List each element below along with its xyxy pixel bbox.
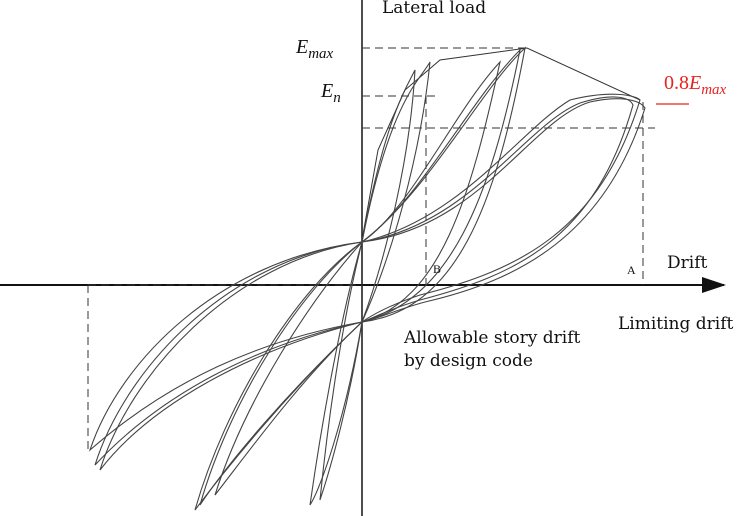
hysteresis-loop-large bbox=[94, 96, 634, 466]
hysteresis-loop-large bbox=[88, 93, 641, 452]
envelope-curve bbox=[361, 47, 641, 241]
hysteresis-loops bbox=[88, 46, 646, 511]
hysteresis-loop-large bbox=[99, 98, 646, 471]
point-b-label: B bbox=[433, 262, 442, 276]
limiting-drift-label: Limiting drift bbox=[618, 314, 734, 334]
reduced-emax-label: 0.8Emax bbox=[664, 72, 727, 98]
allowable-drift-label-line1: Allowable story drift bbox=[404, 328, 581, 348]
point-a-label: A bbox=[627, 263, 636, 277]
emax-label: Emax bbox=[296, 36, 334, 62]
x-axis-label: Drift bbox=[667, 253, 708, 273]
y-axis-label: Lateral load bbox=[382, 0, 487, 18]
en-label: En bbox=[321, 80, 341, 106]
allowable-drift-label-line2: by design code bbox=[404, 351, 533, 371]
